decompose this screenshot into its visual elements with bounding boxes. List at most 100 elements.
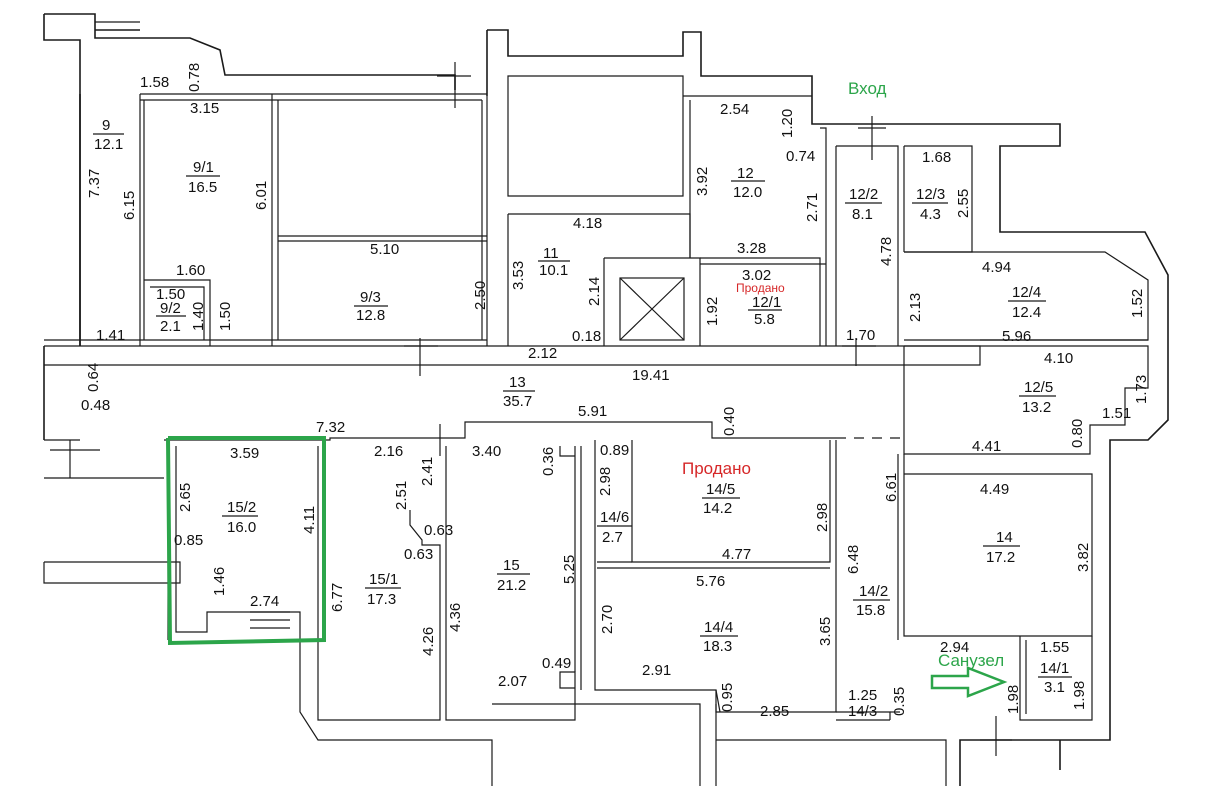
dimension-label: 0.95 <box>719 683 736 712</box>
dimension-label: 5.76 <box>696 573 725 590</box>
svg-text:14: 14 <box>996 529 1013 546</box>
dimension-label: 2.91 <box>642 662 671 679</box>
dimension-label: 2.50 <box>472 281 489 310</box>
dimension-label: 2.71 <box>804 193 821 222</box>
walls <box>43 13 1169 786</box>
dimension-label: 3.53 <box>510 261 527 290</box>
dimension-label: 1.73 <box>1133 375 1150 404</box>
sold-label-large: Продано <box>682 459 751 478</box>
dimension-label: 2.65 <box>177 483 194 512</box>
dimension-label: 4.10 <box>1044 350 1073 367</box>
svg-text:12/4: 12/4 <box>1012 284 1041 301</box>
dimension-label: 3.59 <box>230 445 259 462</box>
svg-text:21.2: 21.2 <box>497 577 526 594</box>
dimension-label: 2.94 <box>940 639 969 656</box>
dimension-label: 2.74 <box>250 593 279 610</box>
room-label: 9/22.1 <box>156 300 186 335</box>
dimension-label: 4.78 <box>878 237 895 266</box>
room-label: 14/418.3 <box>700 619 738 655</box>
dimension-label: 0.78 <box>186 63 203 92</box>
dimension-label: 4.26 <box>420 627 437 656</box>
svg-text:4.3: 4.3 <box>920 206 941 223</box>
svg-text:12/3: 12/3 <box>916 186 945 203</box>
dimension-label: 0.63 <box>424 522 453 539</box>
dimension-label: 1.46 <box>211 567 228 596</box>
dimension-label: 1.98 <box>1005 685 1022 714</box>
room-label: 12/28.1 <box>845 186 882 223</box>
dimension-label: 3.28 <box>737 240 766 257</box>
dimension-label: 2.98 <box>597 467 614 496</box>
dimension-label: 0.36 <box>540 447 557 476</box>
dimension-label: 0.48 <box>81 397 110 414</box>
dimension-label: 1.41 <box>96 327 125 344</box>
dimension-label: 4.94 <box>982 259 1011 276</box>
arrow-right-icon <box>930 666 1008 698</box>
dimension-label: 1.52 <box>1129 289 1146 318</box>
dimension-label: 7.32 <box>316 419 345 436</box>
svg-text:15/2: 15/2 <box>227 499 256 516</box>
dimension-label: 2.13 <box>907 293 924 322</box>
room-label: 15/2 16.0 <box>222 499 258 536</box>
room-label: 15/117.3 <box>365 571 401 608</box>
dimension-label: 1.60 <box>176 262 205 279</box>
dimension-label: 3.92 <box>694 167 711 196</box>
dimension-label: 7.37 <box>86 169 103 198</box>
svg-text:14/2: 14/2 <box>859 583 888 600</box>
dimension-label: 2.14 <box>586 277 603 306</box>
svg-text:12.1: 12.1 <box>94 136 123 153</box>
dimension-label: 0.63 <box>404 546 433 563</box>
dimension-label: 2.54 <box>720 101 749 118</box>
entrance-label: Вход <box>848 79 887 98</box>
dimension-label: 1.68 <box>922 149 951 166</box>
svg-text:9: 9 <box>102 117 110 134</box>
svg-text:9/3: 9/3 <box>360 289 381 306</box>
sold-label-small: Продано <box>736 281 785 295</box>
svg-text:14/5: 14/5 <box>706 481 735 498</box>
svg-text:9/2: 9/2 <box>160 300 181 317</box>
svg-text:12/5: 12/5 <box>1024 379 1053 396</box>
svg-text:12: 12 <box>737 165 754 182</box>
svg-text:12.8: 12.8 <box>356 307 385 324</box>
room-label: 12/513.2 <box>1019 379 1056 416</box>
dimension-label: 0.18 <box>572 328 601 345</box>
dimension-label: 5.96 <box>1002 328 1031 345</box>
dimension-label: 6.15 <box>121 191 138 220</box>
svg-text:16.5: 16.5 <box>188 179 217 196</box>
dimension-label: 0.89 <box>600 442 629 459</box>
dimension-label: 0.80 <box>1069 419 1086 448</box>
svg-text:2.7: 2.7 <box>602 529 623 546</box>
dimension-label: 4.36 <box>447 603 464 632</box>
dimension-label: 1.25 <box>848 687 877 704</box>
dimension-label: 1.70 <box>846 327 875 344</box>
svg-text:11: 11 <box>543 245 559 262</box>
dimension-label: 1.20 <box>779 109 796 138</box>
dimension-label: 6.61 <box>883 473 900 502</box>
dimension-label: 19.41 <box>632 367 670 384</box>
svg-text:3.1: 3.1 <box>1044 679 1065 696</box>
dimension-labels: 1.58 0.78 3.15 6.01 6.15 7.37 1.60 1.50 … <box>81 63 1150 720</box>
svg-text:16.0: 16.0 <box>227 519 256 536</box>
dimension-label: 0.40 <box>721 407 738 436</box>
dimension-label: 3.65 <box>817 617 834 646</box>
dimension-label: 2.51 <box>393 481 410 510</box>
dimension-label: 1.98 <box>1071 681 1088 710</box>
room-label: 12/412.4 <box>1008 284 1046 321</box>
dimension-label: 4.11 <box>301 506 318 534</box>
highlighted-unit-outline[interactable] <box>166 436 326 646</box>
dimension-label: 2.12 <box>528 345 557 362</box>
svg-text:12/1: 12/1 <box>752 294 781 311</box>
svg-text:15.8: 15.8 <box>856 602 885 619</box>
dimension-label: 1.51 <box>1102 405 1131 422</box>
svg-text:14/6: 14/6 <box>600 509 629 526</box>
room-label: 9/116.5 <box>186 159 220 196</box>
svg-text:12/2: 12/2 <box>849 186 878 203</box>
dimension-label: 5.25 <box>561 555 578 584</box>
dimension-label: 2.41 <box>419 457 436 486</box>
svg-text:12.0: 12.0 <box>733 184 762 201</box>
dimension-label: 1.50 <box>217 302 234 331</box>
svg-text:17.2: 17.2 <box>986 549 1015 566</box>
room-label: 14 17.2 <box>983 529 1020 566</box>
svg-text:17.3: 17.3 <box>367 591 396 608</box>
dimension-label: 5.91 <box>578 403 607 420</box>
